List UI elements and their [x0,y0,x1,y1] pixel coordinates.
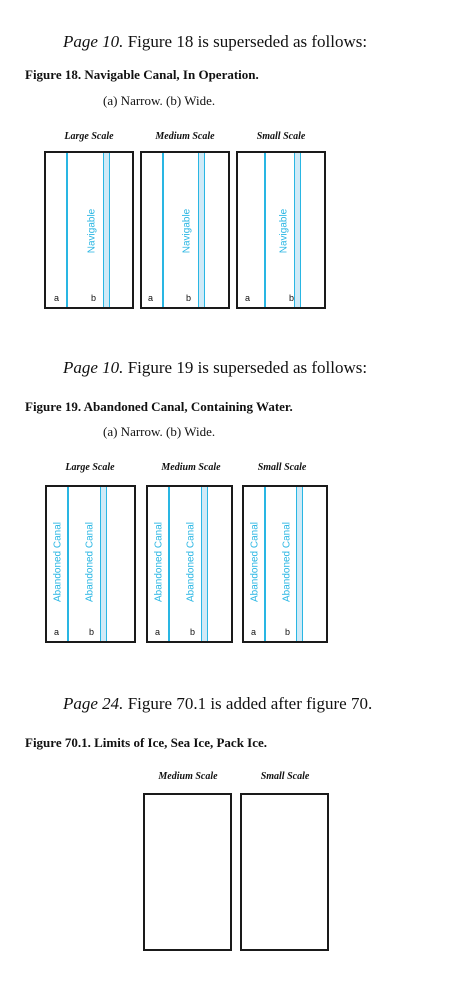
figure-19-large-scale-label: Large Scale [65,462,115,473]
figure-18-medium-box: Navigable a b [140,151,230,309]
canal-label-a: Abandoned Canal [249,521,261,603]
figure-70-1-title: Figure 70.1. Limits of Ice, Sea Ice, Pac… [25,735,268,750]
canal-label-a: Abandoned Canal [52,521,64,603]
canal-label: Navigable [278,208,290,254]
canal-label-a: Abandoned Canal [153,521,165,603]
narrow-canal-line [67,487,69,641]
wide-canal-band [201,487,208,641]
figure-18-large-box: Navigable a b [44,151,134,309]
figure-19-variants: (a) Narrow. (b) Wide. [103,424,216,439]
label-b: b [89,627,95,637]
canal-label: Navigable [181,208,193,254]
figure-18-small-scale-label: Small Scale [256,131,306,142]
label-a: a [251,627,257,637]
label-a: a [54,293,60,303]
figure-70-1-small-scale-label: Small Scale [260,771,310,782]
notice-text-3: Figure 70.1 is added after figure 70. [123,694,373,713]
narrow-canal-line [66,153,68,307]
figure-19-small-scale-label: Small Scale [257,462,307,473]
wide-canal-band [100,487,107,641]
figure-70-1-medium-scale-label: Medium Scale [158,771,218,782]
notice-text-2: Figure 19 is superseded as follows: [123,358,368,377]
label-a: a [155,627,161,637]
canal-label-b: Abandoned Canal [185,521,197,603]
label-b: b [91,293,97,303]
figure-18-variants: (a) Narrow. (b) Wide. [103,93,216,108]
label-b: b [190,627,196,637]
figure-18-small-box: Navigable a b [236,151,326,309]
narrow-canal-line [168,487,170,641]
label-a: a [245,293,251,303]
figure-70-1-medium-box [143,793,232,951]
figure-18-medium-scale-label: Medium Scale [155,131,215,142]
figure-19-large-box: Abandoned Canal Abandoned Canal a b [45,485,136,643]
canal-label: Navigable [86,208,98,254]
figure-18-title: Figure 18. Navigable Canal, In Operation… [25,67,259,82]
page-notice-2: Page 10. Figure 19 is superseded as foll… [63,358,367,378]
wide-canal-band [198,153,205,307]
page-notice-3: Page 24. Figure 70.1 is added after figu… [63,694,372,714]
figure-19-small-box: Abandoned Canal Abandoned Canal a b [242,485,328,643]
label-a: a [148,293,154,303]
narrow-canal-line [264,487,266,641]
page-ref-2: Page 10. [63,358,124,377]
figure-19-medium-box: Abandoned Canal Abandoned Canal a b [146,485,233,643]
page-ref-1: Page 10. [63,32,124,51]
figure-18-large-scale-label: Large Scale [64,131,114,142]
wide-canal-band [103,153,110,307]
page-ref-3: Page 24. [63,694,124,713]
label-b: b [289,293,295,303]
figure-70-1-small-box [240,793,329,951]
narrow-canal-line [162,153,164,307]
canal-label-b: Abandoned Canal [84,521,96,603]
figure-19-medium-scale-label: Medium Scale [161,462,221,473]
narrow-canal-line [264,153,266,307]
notice-text-1: Figure 18 is superseded as follows: [123,32,368,51]
label-b: b [186,293,192,303]
canal-label-b: Abandoned Canal [281,521,293,603]
wide-canal-band [296,487,303,641]
figure-19-title: Figure 19. Abandoned Canal, Containing W… [25,399,293,414]
wide-canal-band [294,153,301,307]
page-notice-1: Page 10. Figure 18 is superseded as foll… [63,32,367,52]
label-b: b [285,627,291,637]
label-a: a [54,627,60,637]
